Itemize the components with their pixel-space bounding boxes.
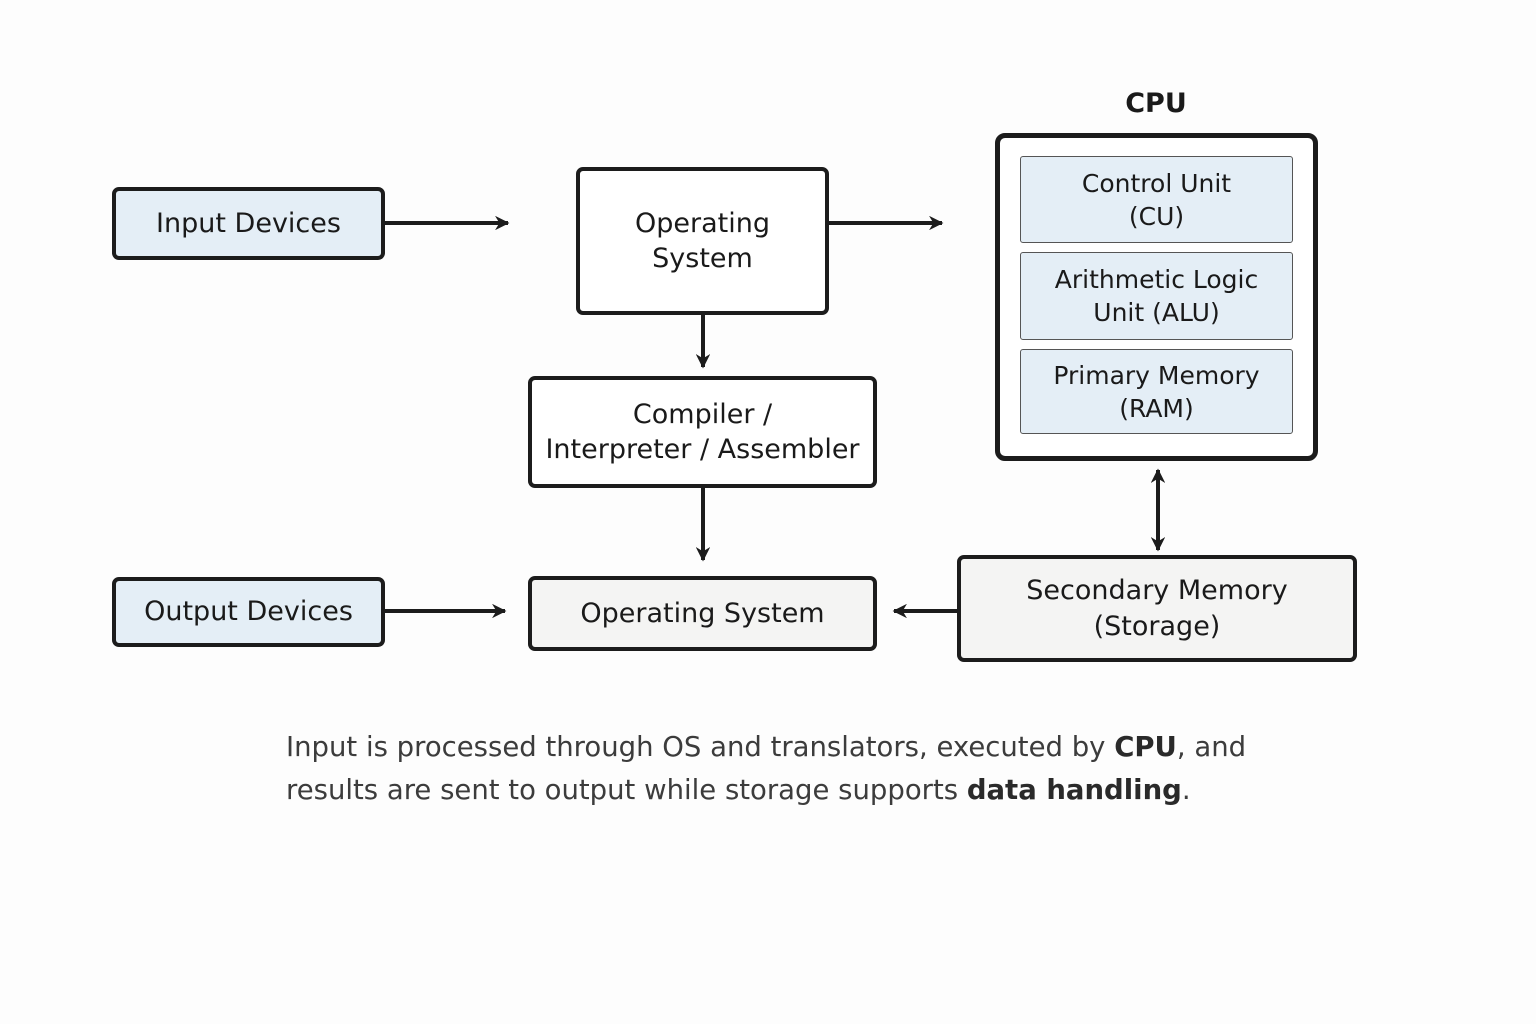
caption-text-3: . [1181, 774, 1191, 806]
operating-system-top-box: Operating System [576, 167, 829, 315]
output-devices-label: Output Devices [144, 596, 353, 628]
input-devices-box: Input Devices [112, 187, 385, 260]
alu-label: Arithmetic Logic Unit (ALU) [1054, 265, 1259, 327]
compiler-label: Compiler / Interpreter / Assembler [545, 398, 860, 465]
caption-bold-cpu: CPU [1114, 731, 1177, 763]
primary-memory-box: Primary Memory (RAM) [1020, 349, 1293, 434]
alu-box: Arithmetic Logic Unit (ALU) [1020, 252, 1293, 340]
operating-system-top-label: Operating System [635, 207, 770, 274]
control-unit-label: Control Unit (CU) [1081, 168, 1232, 231]
operating-system-bottom-label: Operating System [580, 597, 825, 629]
cpu-title: CPU [1125, 88, 1187, 119]
operating-system-bottom-box: Operating System [528, 576, 877, 651]
control-unit-box: Control Unit (CU) [1020, 156, 1293, 243]
input-devices-label: Input Devices [156, 207, 341, 239]
output-devices-box: Output Devices [112, 577, 385, 647]
caption-text-1: Input is processed through OS and transl… [286, 731, 1115, 763]
primary-memory-label: Primary Memory (RAM) [1053, 360, 1260, 423]
caption-text-2: , and results are sent to output while s… [286, 731, 1247, 806]
caption-bold-data-handling: data handling [966, 774, 1182, 806]
secondary-memory-box: Secondary Memory (Storage) [957, 555, 1357, 662]
secondary-memory-label: Secondary Memory (Storage) [1026, 575, 1288, 642]
compiler-box: Compiler / Interpreter / Assembler [528, 376, 877, 488]
diagram-caption: Input is processed through OS and transl… [286, 726, 1266, 812]
